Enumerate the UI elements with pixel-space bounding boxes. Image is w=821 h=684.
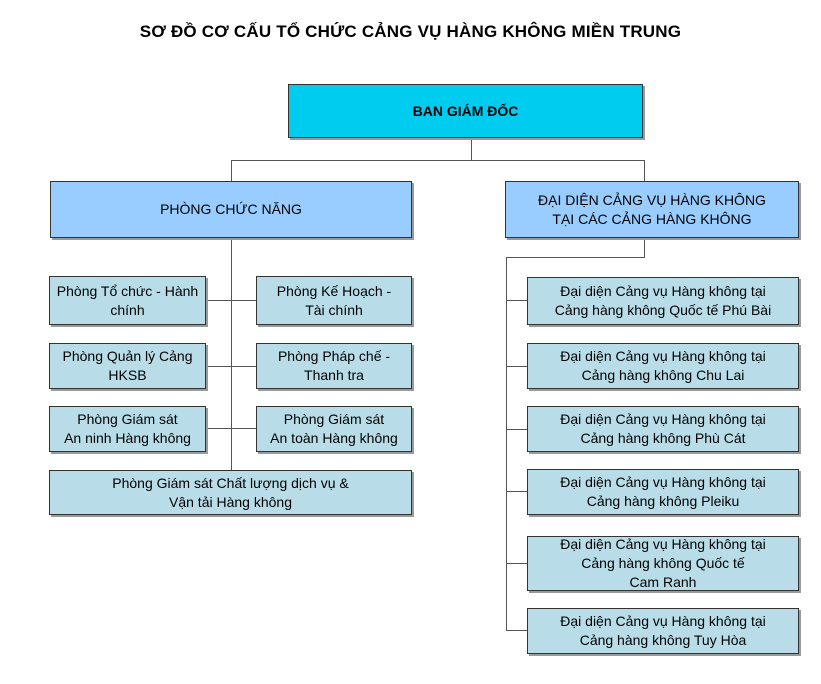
unit-label-line2: HKSB xyxy=(108,367,147,383)
connector-left-trunk xyxy=(231,238,232,470)
unit-box-legal-inspection: Phòng Pháp chế - Thanh tra xyxy=(256,343,412,389)
connector-left-row1 xyxy=(206,300,256,301)
chart-title: SƠ ĐỒ CƠ CẤU TỔ CHỨC CẢNG VỤ HÀNG KHÔNG … xyxy=(139,22,682,41)
connector-right-row2 xyxy=(506,366,527,367)
rep-label-line1: Đại diện Cảng vụ Hàng không tại xyxy=(560,536,766,552)
unit-label-line1: Phòng Kế Hoạch - xyxy=(276,282,392,299)
rep-label-line1: Đại diện Cảng vụ Hàng không tại xyxy=(560,283,766,299)
connector-right-top-drop xyxy=(644,238,645,258)
connector-top-horizontal xyxy=(231,160,645,161)
representatives-label-line2: TẠI CÁC CẢNG HÀNG KHÔNG xyxy=(552,210,752,227)
connector-left-branch xyxy=(231,160,232,182)
unit-label-line2: An toàn Hàng không xyxy=(270,430,398,446)
rep-label-line2: Cảng hàng không Quốc tế xyxy=(581,555,745,571)
unit-label-line2: chính xyxy=(110,301,145,318)
rep-label-line2: Cảng hàng không Quốc tế Phú Bài xyxy=(554,302,772,318)
rep-label-line3: Cam Ranh xyxy=(629,574,697,590)
connector-right-branch xyxy=(644,160,645,182)
connector-right-top xyxy=(506,257,644,258)
connector-director-down xyxy=(471,138,472,160)
unit-box-security-supervision: Phòng Giám sát An ninh Hàng không xyxy=(49,406,206,452)
representatives-label-line1: ĐẠI DIỆN CẢNG VỤ HÀNG KHÔNG xyxy=(538,191,766,208)
unit-box-planning-finance: Phòng Kế Hoạch - Tài chính xyxy=(256,276,412,325)
connector-right-row6 xyxy=(506,630,527,631)
unit-label-line2: An ninh Hàng không xyxy=(64,430,191,446)
rep-label-line2: Cảng hàng không Pleiku xyxy=(586,493,740,509)
connector-right-row5 xyxy=(506,563,527,564)
rep-label-line2: Cảng hàng không Tuy Hòa xyxy=(579,632,747,648)
rep-label-line1: Đại diện Cảng vụ Hàng không tại xyxy=(560,411,766,427)
rep-label-line1: Đại diện Cảng vụ Hàng không tại xyxy=(560,348,766,364)
unit-label-line1: Phòng Tổ chức - Hành xyxy=(56,282,199,299)
unit-label-line2: Thanh tra xyxy=(304,367,364,383)
functional-departments-label: PHÒNG CHỨC NĂNG xyxy=(160,201,302,217)
unit-label-line1: Phòng Pháp chế - xyxy=(277,348,391,364)
connector-left-row2 xyxy=(206,366,256,367)
director-label: BAN GIÁM ĐỐC xyxy=(412,102,519,119)
rep-label-line2: Cảng hàng không Phù Cát xyxy=(580,430,746,446)
connector-right-row3 xyxy=(506,429,527,430)
unit-box-org-admin: Phòng Tổ chức - Hành chính xyxy=(49,276,206,325)
director-box: BAN GIÁM ĐỐC xyxy=(288,84,643,138)
unit-label-line1: Phòng Quản lý Cảng xyxy=(62,348,193,364)
unit-label-line2: Tài chính xyxy=(305,301,363,318)
connector-right-trunk xyxy=(506,257,507,630)
rep-label-line2: Cảng hàng không Chu Lai xyxy=(581,367,745,383)
unit-label-line1: Phòng Giám sát xyxy=(77,411,178,427)
functional-departments-box: PHÒNG CHỨC NĂNG xyxy=(50,181,412,238)
connector-right-row4 xyxy=(506,491,527,492)
connector-right-row1 xyxy=(506,300,527,301)
rep-label-line1: Đại diện Cảng vụ Hàng không tại xyxy=(560,474,766,490)
unit-label-line1: Phòng Giám sát xyxy=(283,411,385,427)
unit-label-line2: Vận tải Hàng không xyxy=(169,493,292,510)
representatives-box: ĐẠI DIỆN CẢNG VỤ HÀNG KHÔNG TẠI CÁC CẢNG… xyxy=(505,181,799,238)
unit-label-line1: Phòng Giám sát Chất lượng dịch vụ & xyxy=(112,474,349,491)
rep-label-line1: Đại diện Cảng vụ Hàng không tại xyxy=(560,613,766,629)
unit-box-safety-supervision: Phòng Giám sát An toàn Hàng không xyxy=(256,406,412,452)
unit-box-service-quality: Phòng Giám sát Chất lượng dịch vụ & Vận t… xyxy=(49,470,412,515)
connector-left-row3 xyxy=(206,428,256,429)
